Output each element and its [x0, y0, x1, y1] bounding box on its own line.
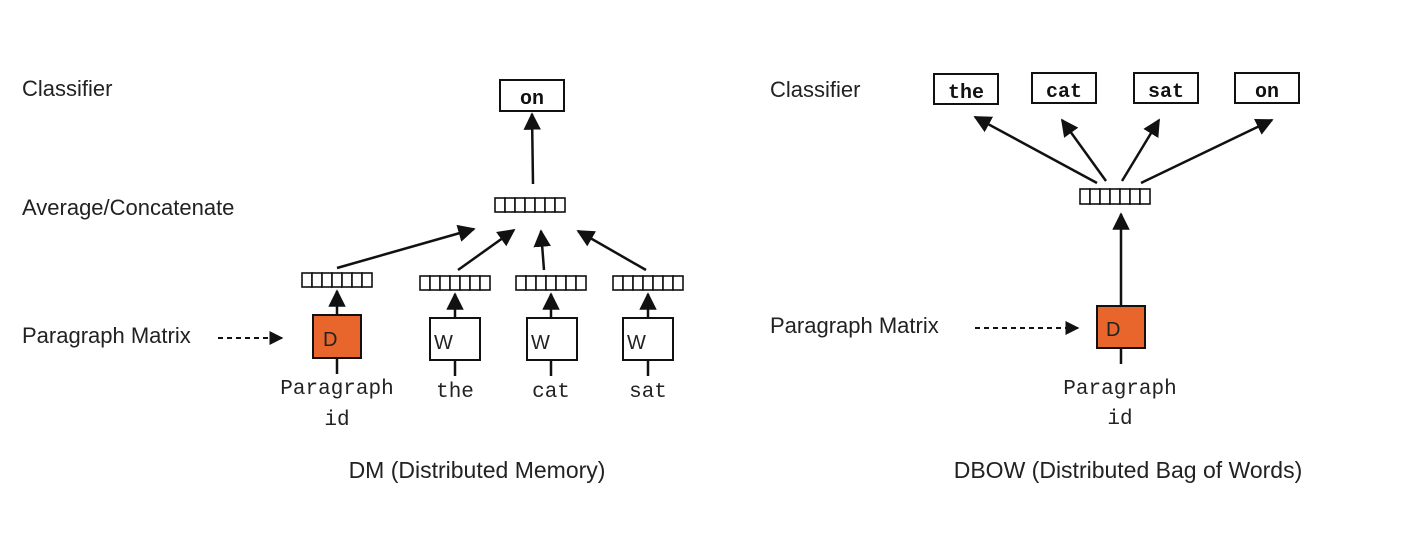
vector-cell — [361, 272, 373, 288]
vector-cell — [439, 275, 451, 291]
vector-cell — [524, 197, 536, 213]
vector-cell — [554, 197, 566, 213]
dbow-caption: DBOW (Distributed Bag of Words) — [954, 457, 1303, 483]
dbow-arrow-to-output-3 — [1120, 118, 1161, 182]
dbow-paragraph-box-letter: D — [1106, 319, 1120, 341]
dm-input-paragraph-line2: id — [324, 409, 349, 432]
dm-input-word-the: the — [436, 381, 474, 404]
dm-input-paragraph-line1: Paragraph — [280, 378, 393, 401]
vector-cell — [321, 272, 333, 288]
dbow-paragraph-vector — [1079, 188, 1151, 205]
dbow-panel: Classifier Paragraph Matrix the cat sat … — [770, 72, 1303, 483]
dm-arrow-cat-to-average — [533, 229, 551, 271]
vector-cell — [535, 275, 547, 291]
vector-cell — [575, 275, 587, 291]
vector-cell — [652, 275, 664, 291]
dm-input-word-sat: sat — [629, 381, 667, 404]
vector-cell — [555, 275, 567, 291]
vector-cell — [504, 197, 516, 213]
dm-input-word-cat: cat — [532, 381, 570, 404]
dbow-output-box-4 — [1234, 72, 1300, 104]
vector-cell — [1139, 188, 1151, 205]
dbow-label-paragraph-matrix: Paragraph Matrix — [770, 313, 939, 338]
vector-cell — [469, 275, 481, 291]
dm-word-vector-sat — [612, 275, 684, 291]
vector-cell — [449, 275, 461, 291]
dbow-input-paragraph-line2: id — [1107, 408, 1132, 431]
dbow-output-word-2: cat — [1046, 81, 1082, 104]
dm-word-vector-the — [419, 275, 491, 291]
vector-cell — [612, 275, 624, 291]
dbow-label-classifier: Classifier — [770, 77, 860, 102]
dbow-output-word-1: the — [948, 82, 984, 105]
vector-cell — [525, 275, 537, 291]
vector-cell — [419, 275, 431, 291]
dm-arrow-paragraph-to-average — [336, 224, 476, 270]
dm-arrow-to-output — [523, 112, 541, 185]
dm-caption: DM (Distributed Memory) — [349, 457, 606, 483]
vector-cell — [544, 197, 556, 213]
vector-cell — [494, 197, 506, 213]
dbow-arrow-to-output-4 — [1140, 118, 1274, 185]
vector-cell — [1099, 188, 1111, 205]
vector-cell — [672, 275, 684, 291]
dm-label-paragraph-matrix: Paragraph Matrix — [22, 323, 191, 348]
vector-cell — [1079, 188, 1091, 205]
vector-cell — [1089, 188, 1101, 205]
vector-cell — [515, 275, 527, 291]
dm-output-box — [499, 79, 565, 112]
dbow-input-paragraph-line1: Paragraph — [1063, 378, 1176, 401]
dm-paragraph-box-letter: D — [323, 329, 337, 351]
dm-paragraph-matrix-box — [312, 314, 362, 359]
dbow-arrow-to-output-1 — [973, 115, 1098, 185]
vector-cell — [534, 197, 546, 213]
vector-cell — [341, 272, 353, 288]
vector-cell — [1109, 188, 1121, 205]
dm-word-vector-cat — [515, 275, 587, 291]
vector-cell — [662, 275, 674, 291]
vector-cell — [1119, 188, 1131, 205]
dm-label-average: Average/Concatenate — [22, 195, 234, 220]
dm-word-box-letter-1: W — [434, 332, 453, 354]
vector-cell — [331, 272, 343, 288]
vector-cell — [311, 272, 323, 288]
vector-cell — [642, 275, 654, 291]
vector-cell — [351, 272, 363, 288]
dm-panel: Classifier Average/Concatenate Paragraph… — [22, 76, 684, 483]
dbow-arrow-to-output-2 — [1060, 118, 1108, 182]
dm-arrow-sat-to-average — [576, 229, 647, 272]
dm-average-vector — [494, 197, 566, 213]
vector-cell — [622, 275, 634, 291]
dbow-output-box-3 — [1133, 72, 1199, 104]
dbow-paragraph-matrix-box — [1096, 305, 1146, 349]
dm-output-word: on — [520, 88, 544, 111]
vector-cell — [479, 275, 491, 291]
dbow-output-box-2 — [1031, 72, 1097, 104]
vector-cell — [301, 272, 313, 288]
dm-label-classifier: Classifier — [22, 76, 112, 101]
vector-cell — [429, 275, 441, 291]
dm-arrow-the-to-average — [457, 228, 516, 272]
dbow-output-word-3: sat — [1148, 81, 1184, 104]
vector-cell — [545, 275, 557, 291]
vector-cell — [1129, 188, 1141, 205]
vector-cell — [632, 275, 644, 291]
dm-word-box-letter-2: W — [531, 332, 550, 354]
vector-cell — [459, 275, 471, 291]
dbow-output-word-4: on — [1255, 81, 1279, 104]
vector-cell — [565, 275, 577, 291]
vector-cell — [514, 197, 526, 213]
dm-paragraph-vector — [301, 272, 373, 288]
dbow-output-box-1 — [933, 73, 999, 105]
dm-word-box-letter-3: W — [627, 332, 646, 354]
